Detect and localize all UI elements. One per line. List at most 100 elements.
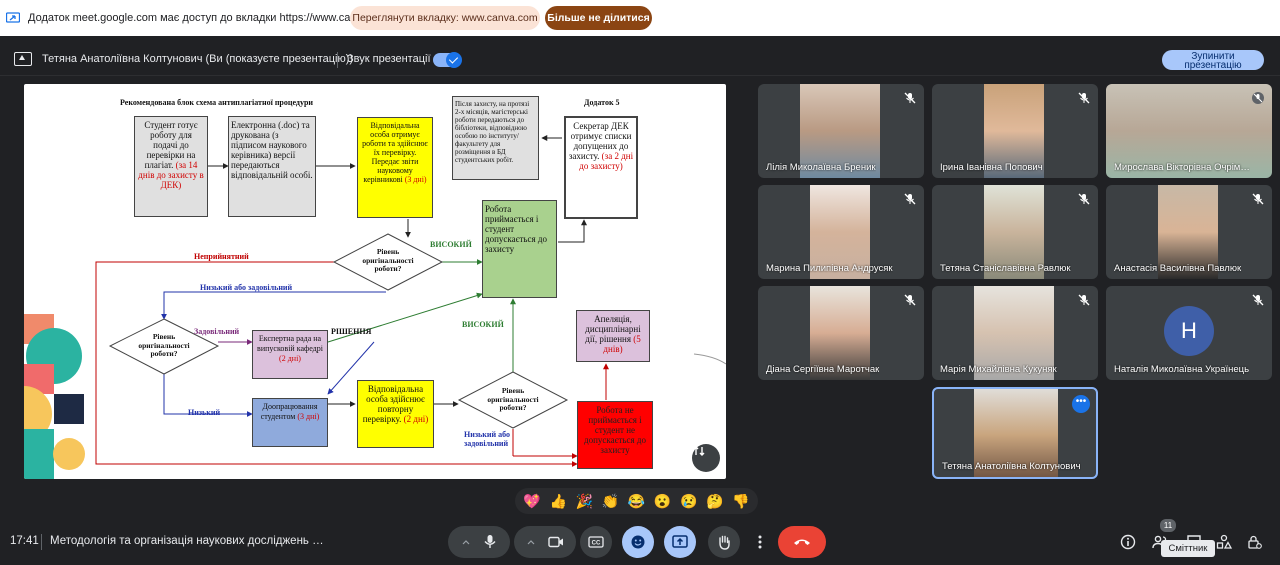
participant-tile[interactable]: Анастасія Василівна Павлюк — [1106, 185, 1272, 279]
participant-name: Тетяна Станіславівна Равлюк — [940, 263, 1071, 274]
participant-name: Лілія Миколаївна Бреник — [766, 162, 876, 173]
presenting-bar: Тетяна Анатоліївна Колтунович (Ви (показ… — [0, 44, 1280, 76]
present-button[interactable] — [664, 526, 696, 558]
reaction-thumbs-up[interactable]: 👍 — [549, 492, 567, 509]
hand-icon — [719, 535, 730, 550]
stop-sharing-button[interactable]: Більше не ділитися — [545, 6, 652, 30]
more-options-icon[interactable]: ••• — [1072, 395, 1090, 413]
label-low-or-satisfactory: Низький або задовільний — [200, 283, 293, 292]
participant-name: Марія Михайлівна Кукуняк — [940, 364, 1057, 375]
participant-tile[interactable]: Ірина Іванівна Попович — [932, 84, 1098, 178]
box-student-prepares: Студент готує роботу для подачі до перев… — [134, 116, 208, 217]
emoji-icon — [631, 535, 645, 549]
host-controls-icon[interactable] — [1246, 534, 1262, 550]
participant-tile[interactable]: Тетяна Станіславівна Равлюк — [932, 185, 1098, 279]
mic-control[interactable] — [448, 526, 510, 558]
participant-name: Діана Сергіївна Маротчак — [766, 364, 880, 375]
participant-tile[interactable]: H Наталія Миколаївна Українець — [1106, 286, 1272, 380]
swap-vertical-icon — [693, 446, 705, 456]
share-message: Додаток meet.google.com має доступ до вк… — [28, 12, 392, 24]
label-high-1: ВИСОКИЙ — [430, 240, 472, 249]
box-repeat-check: Відповідальна особа здійснює повторну пе… — [357, 380, 434, 448]
decorative-pattern — [24, 314, 85, 479]
presenting-title: Тетяна Анатоліївна Колтунович (Ви (показ… — [42, 53, 354, 65]
divider — [337, 52, 338, 68]
participant-tile[interactable]: Мирослава Вікторівна Очрім… — [1106, 84, 1272, 178]
stop-presenting-button[interactable]: Зупинити презентацію — [1162, 50, 1264, 70]
svg-text:CC: CC — [592, 541, 601, 547]
reaction-thinking[interactable]: 🤔 — [706, 492, 724, 509]
box-expert-council: Експертна рада на випусковій кафедрі (2 … — [252, 330, 328, 379]
label-low-or-satisfactory-2: Низький або задовільний — [464, 430, 510, 448]
label-high-2: ВИСОКИЙ — [462, 320, 504, 329]
participant-name: Наталія Миколаївна Українець — [1114, 364, 1250, 375]
reaction-sad[interactable]: 😢 — [679, 492, 698, 509]
meeting-title: Методологія та організація наукових досл… — [50, 535, 324, 547]
video-camera-icon — [548, 536, 563, 548]
camera-control[interactable] — [514, 526, 576, 558]
captions-button[interactable]: CC — [580, 526, 612, 558]
participant-tile[interactable]: Марина Пилипівна Андрусяк — [758, 185, 924, 279]
reaction-heart[interactable]: 💖 — [523, 492, 541, 509]
reaction-thumbs-down[interactable]: 👎 — [732, 492, 750, 509]
participant-video — [984, 185, 1044, 279]
reaction-surprised[interactable]: 😮 — [653, 492, 672, 509]
view-tab-button[interactable]: Переглянути вкладку: www.canva.com — [350, 6, 540, 30]
label-satisfactory: Задовільний — [194, 327, 240, 336]
mic-off-icon — [1078, 193, 1090, 205]
mic-off-icon — [1252, 92, 1264, 104]
presentation-audio-toggle[interactable] — [433, 52, 462, 68]
diamond2-text: Рівень оригінальності роботи? — [138, 332, 190, 358]
reaction-laugh[interactable]: 😂 — [627, 492, 646, 509]
microphone-icon — [484, 535, 496, 548]
info-icon[interactable] — [1120, 534, 1136, 550]
box-responsible-checks: Відповідальна особа отримує роботи та зд… — [357, 117, 433, 218]
participant-video — [800, 84, 880, 178]
participant-name: Тетяна Анатоліївна Колтунович — [942, 461, 1081, 472]
participant-tile[interactable]: Лілія Миколаївна Бреник — [758, 84, 924, 178]
slide-title: Рекомендована блок схема антиплагіатної … — [120, 98, 314, 107]
diamond3-text: Рівень оригінальності роботи? — [487, 386, 539, 412]
present-screen-icon — [672, 535, 688, 548]
rotate-button[interactable] — [692, 444, 720, 472]
tooltip: Сміттник — [1161, 540, 1215, 557]
participant-tile[interactable]: Марія Михайлівна Кукуняк — [932, 286, 1098, 380]
mic-off-icon — [1078, 92, 1090, 104]
chevron-up-icon — [462, 540, 470, 545]
check-icon — [446, 52, 462, 68]
present-screen-icon — [14, 52, 32, 66]
leave-call-button[interactable] — [778, 526, 826, 558]
screen-share-icon — [6, 12, 20, 23]
participant-name: Мирослава Вікторівна Очрім… — [1114, 162, 1250, 173]
bottom-bar: 17:41 Методологія та організація наукови… — [0, 520, 1280, 565]
flowchart-arrows — [24, 135, 726, 479]
box-student-revision: Доопрацювання студентом (3 дні) — [252, 398, 328, 447]
captions-icon: CC — [588, 536, 604, 548]
clock: 17:41 — [10, 535, 39, 547]
raise-hand-button[interactable] — [708, 526, 740, 558]
box-accepted: Робота приймається і студент допускаєтьс… — [482, 200, 557, 298]
hang-up-icon — [794, 539, 810, 545]
more-options-button[interactable] — [744, 526, 776, 558]
label-unacceptable: Неприйнятний — [194, 252, 249, 261]
reaction-clap[interactable]: 👏 — [601, 492, 620, 509]
reaction-party[interactable]: 🎉 — [575, 492, 593, 509]
label-decision: РІШЕННЯ — [331, 327, 372, 336]
mic-off-icon — [904, 294, 916, 306]
mic-off-icon — [904, 92, 916, 104]
reactions-bar: 💖 👍 🎉 👏 😂 😮 😢 🤔 👎 — [515, 488, 758, 514]
people-count-badge: 11 — [1160, 519, 1176, 532]
participant-name: Марина Пилипівна Андрусяк — [766, 263, 893, 274]
box-dek-secretary: Секретар ДЕК отримує списки допущених до… — [564, 116, 638, 219]
participant-video — [984, 84, 1044, 178]
participant-tile[interactable]: Діана Сергіївна Маротчак — [758, 286, 924, 380]
avatar: H — [1164, 306, 1214, 356]
participant-name: Анастасія Василівна Павлюк — [1114, 263, 1242, 274]
appendix-label: Додаток 5 — [584, 98, 620, 107]
participant-video — [1106, 84, 1272, 178]
mic-off-icon — [904, 193, 916, 205]
activities-icon[interactable] — [1216, 534, 1232, 550]
self-tile[interactable]: ••• Тетяна Анатоліївна Колтунович — [932, 387, 1098, 479]
participant-video — [810, 185, 870, 279]
emoji-button[interactable] — [622, 526, 654, 558]
